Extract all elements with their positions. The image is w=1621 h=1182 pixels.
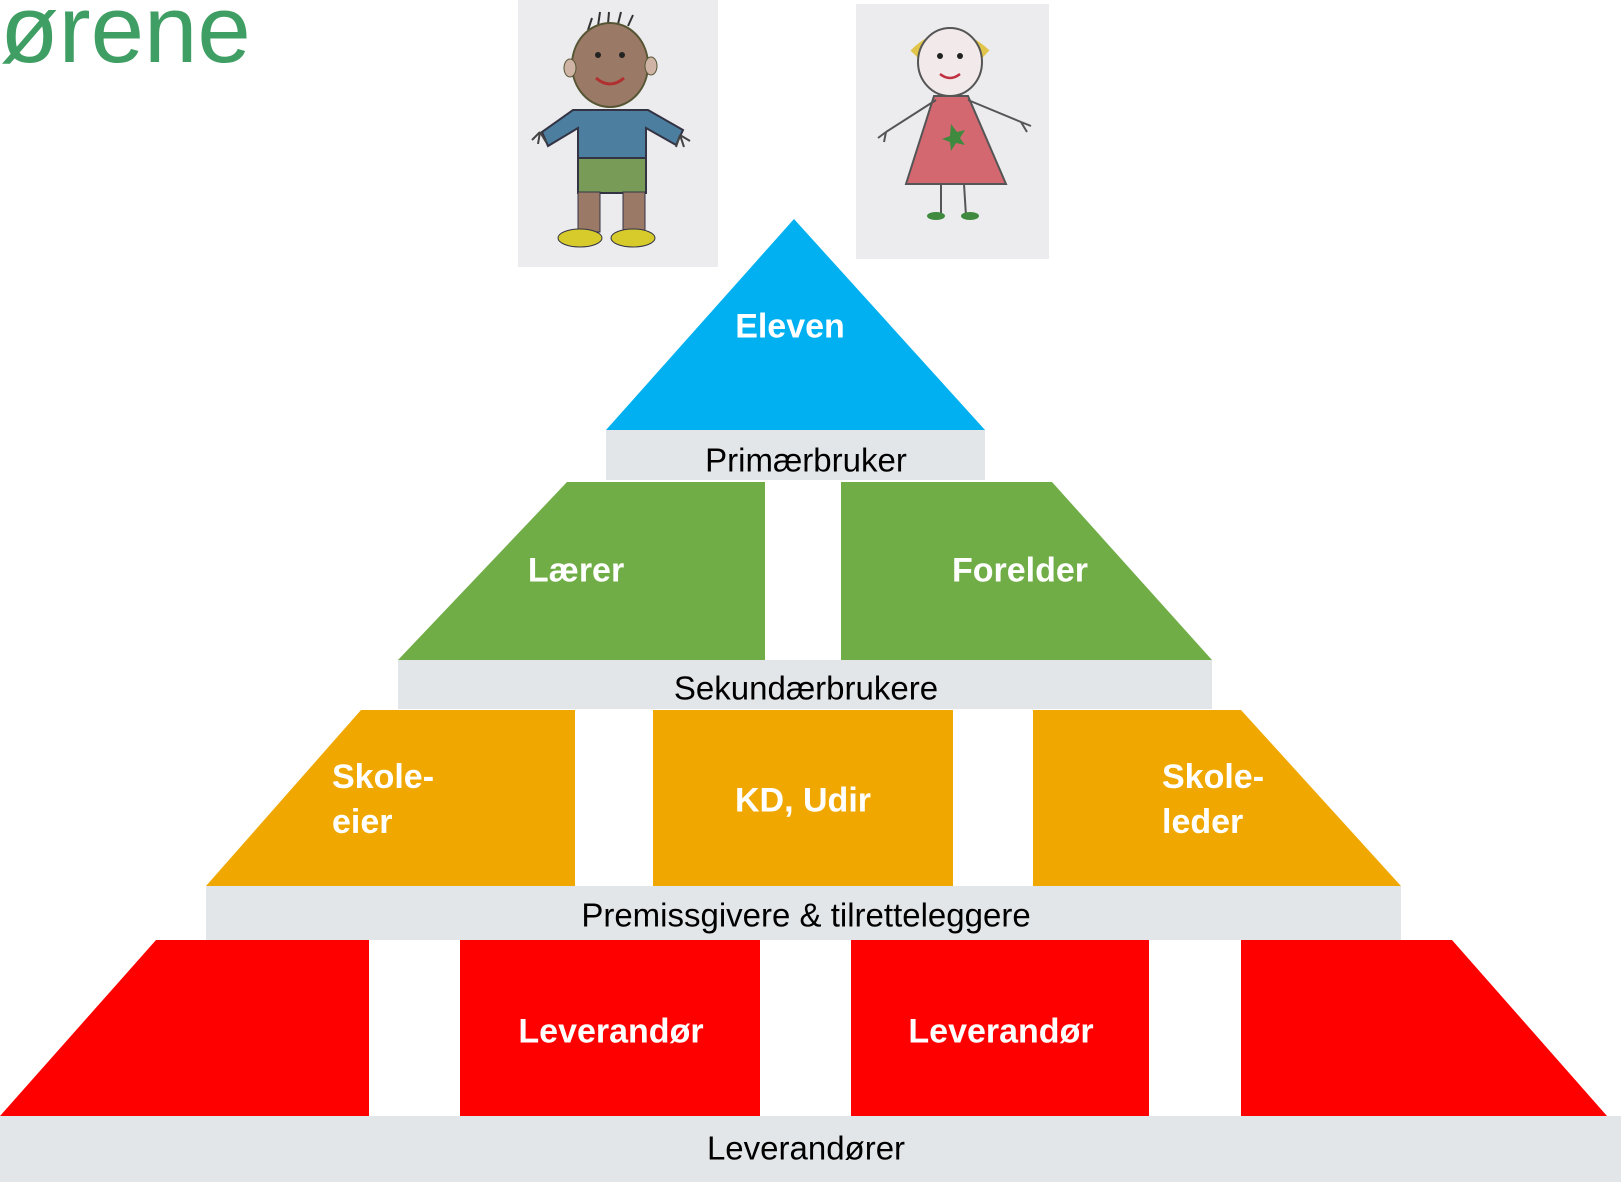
page-title: ørene [0,0,251,83]
band-label-sekundaerbrukere: Sekundærbrukere [673,669,939,707]
band-label-premissgivere: Premissgivere & tilretteleggere [581,896,1031,934]
band-premissgivere [206,886,1401,940]
label-skoleleder: Skole- leder [1162,758,1265,841]
tile-eleven [606,219,985,430]
tile-leverandor-2 [851,940,1149,1116]
band-sekundaerbrukere [398,660,1212,709]
label-eleven: Eleven [735,307,845,346]
label-leverandor-1: Leverandør [518,1012,704,1051]
band-primaerbruker [606,430,985,480]
band-leverandorer [0,1116,1621,1182]
tile-kd-udir [653,710,953,886]
tile-skoleeier [206,710,575,886]
tile-leverandor-outer-left [0,940,369,1116]
tile-forelder [841,482,1212,660]
tile-laerer [398,482,765,660]
label-kd-udir: KD, Udir [735,781,871,820]
drawing-girl [856,4,1049,259]
boy-drawing-image [518,0,718,267]
band-label-primaerbruker: Primærbruker [705,441,907,479]
band-label-leverandorer: Leverandører [706,1129,906,1167]
label-leverandor-2: Leverandør [908,1012,1094,1051]
label-forelder: Forelder [951,551,1089,590]
label-laerer: Lærer [527,551,625,590]
tile-leverandor-outer-right [1241,940,1607,1116]
label-skoleeier: Skole- eier [332,758,435,841]
girl-drawing-image [856,4,1049,259]
tile-leverandor-1 [460,940,760,1116]
drawing-boy [518,0,718,267]
tile-skoleleder [1033,710,1401,886]
